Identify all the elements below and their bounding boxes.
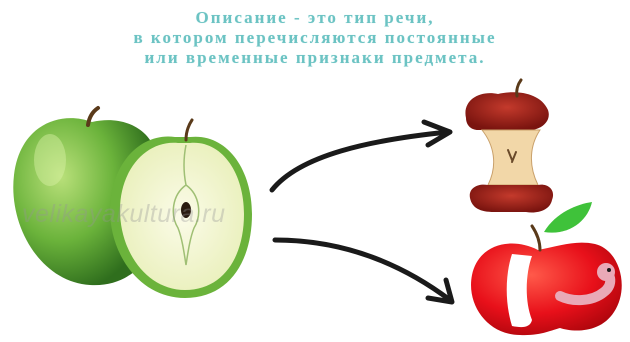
apple-core-icon <box>465 78 554 213</box>
arrow-to-bitten-apple <box>272 237 455 305</box>
apple-half-icon <box>110 118 252 298</box>
arrow-to-core <box>269 119 453 193</box>
caption: Описание - это тип речи, в котором переч… <box>0 8 630 68</box>
bitten-red-apple-icon <box>471 202 622 336</box>
caption-line-1: Описание - это тип речи, <box>195 8 435 27</box>
caption-line-3: или временные признаки предмета. <box>144 48 486 67</box>
watermark: velikayakultura.ru <box>22 200 226 228</box>
worm-icon <box>555 263 616 306</box>
leaf-icon <box>544 202 592 233</box>
caption-line-2: в котором перечисляются постоянные <box>133 28 497 47</box>
